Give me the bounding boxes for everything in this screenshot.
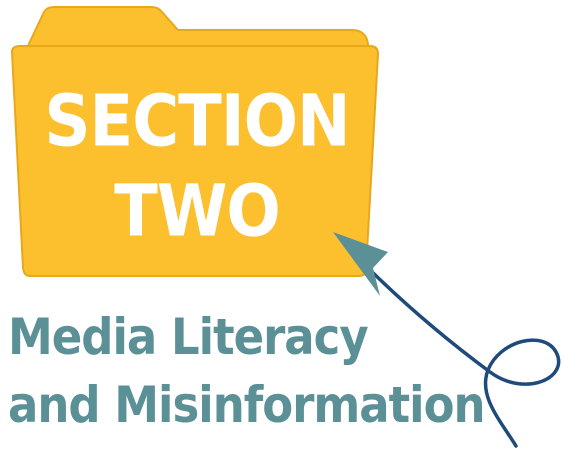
subtitle-line-2: and Misinformation [8, 375, 486, 434]
folder-label-section: SECTION [44, 80, 350, 164]
curly-arrow-icon [360, 260, 561, 448]
subtitle-line-1: Media Literacy [8, 307, 369, 366]
folder-label-number: TWO [114, 170, 281, 254]
arrow-head-icon [333, 232, 388, 296]
